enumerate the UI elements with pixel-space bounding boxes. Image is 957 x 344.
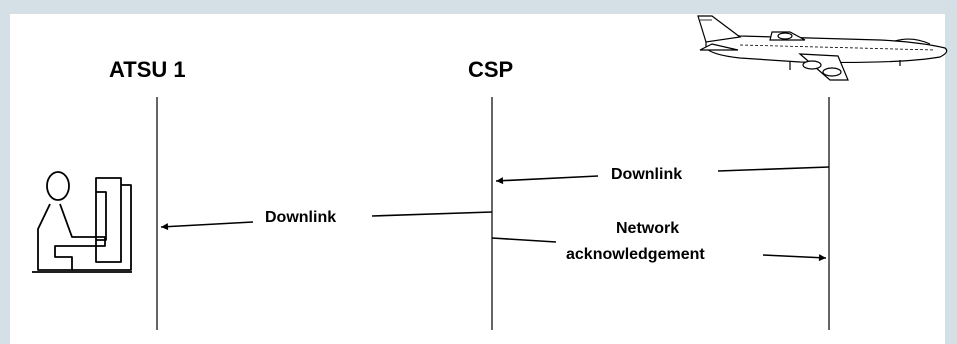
airplane-icon bbox=[697, 15, 948, 81]
arrow-ack-left-segment bbox=[491, 237, 557, 243]
message-label-network-ack-line1: Network bbox=[616, 220, 680, 237]
arrow-ack-right-segment bbox=[762, 254, 827, 262]
controller-workstation-icon bbox=[32, 171, 132, 273]
lane-title-atsu: ATSU 1 bbox=[109, 57, 186, 82]
message-label-csp-downlink: Downlink bbox=[265, 209, 337, 226]
lane-title-csp: CSP bbox=[468, 57, 514, 82]
message-label-aircraft-downlink: Downlink bbox=[611, 166, 683, 183]
arrow-aircraft-to-csp-right-segment bbox=[717, 166, 830, 172]
arrow-csp-to-atsu-right-segment bbox=[371, 211, 493, 217]
arrow-aircraft-to-csp-left-segment bbox=[495, 175, 599, 185]
diagram-panel bbox=[10, 14, 945, 344]
arrow-csp-to-atsu-left-segment bbox=[160, 221, 254, 231]
message-label-network-ack-line2: acknowledgement bbox=[566, 246, 705, 263]
